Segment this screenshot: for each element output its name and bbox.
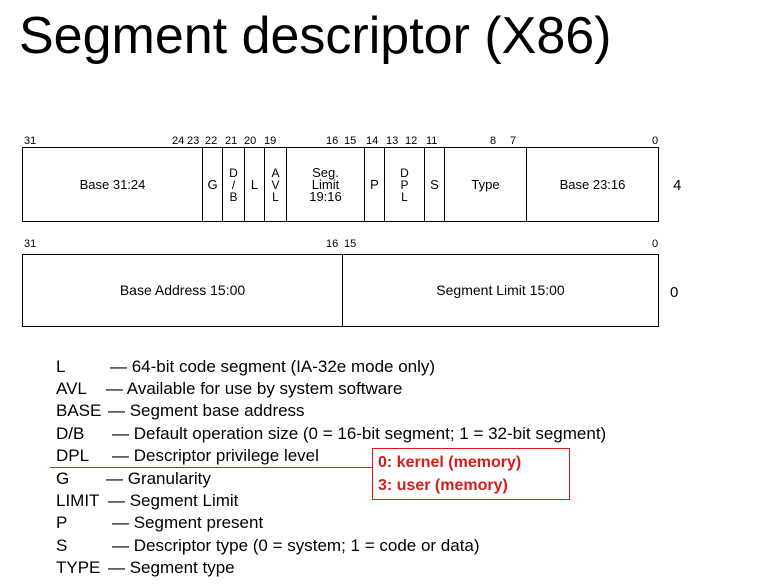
bit-label: 7 xyxy=(510,135,517,147)
field-label: L xyxy=(272,189,279,204)
field-label: L xyxy=(401,189,408,204)
field-l: L xyxy=(245,148,265,221)
legend-item-type: TYPE — Segment type xyxy=(56,557,235,579)
upper-word-offset: 4 xyxy=(673,177,682,194)
legend-item-dpl: DPL — Descriptor privilege level xyxy=(56,445,319,467)
bit-label: 14 xyxy=(366,135,379,147)
field-seg-limit: Seg. Limit 19:16 xyxy=(287,148,365,221)
bit-label: 16 xyxy=(326,135,339,147)
field-label: A xyxy=(271,165,280,180)
legend-abbr: AVL xyxy=(56,379,87,398)
bit-label: 20 xyxy=(244,135,257,147)
bit-label: 0 xyxy=(652,238,659,250)
legend-desc: — Descriptor privilege level xyxy=(112,446,319,465)
legend-abbr: S xyxy=(56,536,68,555)
bit-label: 8 xyxy=(490,135,497,147)
legend-desc: — Segment type xyxy=(108,558,235,577)
legend-item-db: D/B — Default operation size (0 = 16-bit … xyxy=(56,423,606,445)
bit-label: 31 xyxy=(24,238,37,250)
field-label: / xyxy=(231,177,236,192)
field-label: Limit xyxy=(311,176,340,192)
bit-label: 19 xyxy=(264,135,277,147)
legend-desc: — Granularity xyxy=(106,469,211,488)
field-label: P xyxy=(370,177,379,192)
field-label: Segment Limit 15:00 xyxy=(436,282,565,298)
legend-item-s: S — Descriptor type (0 = system; 1 = code… xyxy=(56,535,480,557)
legend-item-avl: AVL — Available for use by system softwar… xyxy=(56,378,402,400)
legend-desc: — Descriptor type (0 = system; 1 = code … xyxy=(112,536,480,555)
field-p: P xyxy=(365,148,385,221)
bit-label: 15 xyxy=(344,238,357,250)
field-type: Type xyxy=(445,148,527,221)
field-label: 19:16 xyxy=(309,188,342,204)
field-label: D xyxy=(229,165,238,180)
bit-label: 15 xyxy=(344,135,357,147)
field-label: Base 23:16 xyxy=(559,177,626,192)
bit-label: 16 xyxy=(326,238,339,250)
legend-abbr: BASE xyxy=(56,401,102,420)
bit-label: 0 xyxy=(652,135,659,147)
dpl-note-user: 3: user (memory) xyxy=(378,477,508,494)
field-g: G xyxy=(203,148,223,221)
field-s: S xyxy=(425,148,445,221)
dpl-underline xyxy=(50,467,372,468)
field-label: D xyxy=(400,165,409,180)
legend-abbr: DPL xyxy=(56,446,90,465)
lower-word-offset: 0 xyxy=(670,284,679,301)
legend-item-p: P — Segment present xyxy=(56,512,263,534)
legend-item-base: BASE — Segment base address xyxy=(56,400,305,422)
field-label: Base Address 15:00 xyxy=(119,282,246,298)
legend-desc: — Default operation size (0 = 16-bit seg… xyxy=(112,424,607,443)
dpl-note-kernel: 0: kernel (memory) xyxy=(378,454,522,471)
legend-abbr: G xyxy=(56,469,70,488)
bit-label: 31 xyxy=(24,135,37,147)
legend-abbr: L xyxy=(56,357,66,376)
bit-label: 21 xyxy=(225,135,238,147)
legend-desc: — Available for use by system software xyxy=(106,379,403,398)
slide-title: Segment descriptor (X86) xyxy=(19,7,612,65)
field-db: D / B xyxy=(223,148,245,221)
legend-desc: — 64-bit code segment (IA-32e mode only) xyxy=(110,357,436,376)
bit-label: 22 xyxy=(205,135,218,147)
bit-label: 23 xyxy=(187,135,200,147)
legend-abbr: P xyxy=(56,513,68,532)
field-base-address-15-00: Base Address 15:00 xyxy=(23,255,343,326)
field-label: S xyxy=(430,177,439,192)
legend-item-g: G — Granularity xyxy=(56,468,211,490)
field-label: Seg. xyxy=(312,164,339,180)
legend-abbr: TYPE xyxy=(56,558,101,577)
lower-descriptor-word: Base Address 15:00 Segment Limit 15:00 xyxy=(22,254,659,327)
bit-label: 24 xyxy=(172,135,185,147)
upper-descriptor-word: Base 31:24 G D / B L A V L Seg. Limit 19… xyxy=(22,147,659,222)
legend-desc: — Segment base address xyxy=(108,401,305,420)
bit-label: 13 xyxy=(386,135,399,147)
legend-item-limit: LIMIT — Segment Limit xyxy=(56,490,238,512)
bit-label: 11 xyxy=(426,135,438,147)
field-label: V xyxy=(271,177,280,192)
legend-desc: — Segment present xyxy=(112,513,264,532)
field-label: Base 31:24 xyxy=(79,177,146,192)
field-label: P xyxy=(400,177,409,192)
dpl-note-box: 0: kernel (memory) 3: user (memory) xyxy=(372,448,570,500)
field-base-23-16: Base 23:16 xyxy=(527,148,658,221)
bit-label: 12 xyxy=(405,135,418,147)
legend-abbr: LIMIT xyxy=(56,491,100,510)
field-avl: A V L xyxy=(265,148,287,221)
field-dpl: D P L xyxy=(385,148,425,221)
field-base-31-24: Base 31:24 xyxy=(23,148,203,221)
field-segment-limit-15-00: Segment Limit 15:00 xyxy=(343,255,658,326)
field-label: L xyxy=(250,177,259,192)
field-label: Type xyxy=(471,177,500,192)
field-label: G xyxy=(207,177,218,192)
legend-abbr: D/B xyxy=(56,424,85,443)
legend-desc: — Segment Limit xyxy=(108,491,239,510)
legend-item-l: L — 64-bit code segment (IA-32e mode only… xyxy=(56,356,435,378)
field-label: B xyxy=(229,189,238,204)
